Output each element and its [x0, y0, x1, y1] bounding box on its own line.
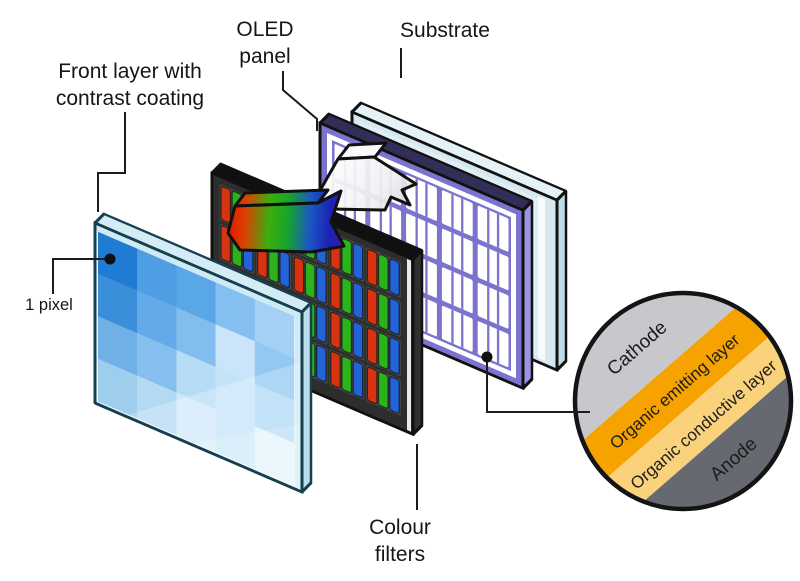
oled-panel-label: OLED panel [200, 16, 330, 70]
rainbow-light-arrow [226, 188, 346, 254]
front-layer-callout-line [97, 112, 126, 212]
pixel-label-text: 1 pixel [25, 296, 73, 314]
callouts [52, 48, 418, 510]
glass-sheen-2 [190, 424, 302, 493]
colour-filters-label: Colour filters [330, 514, 470, 568]
front-glass-right-border [295, 310, 301, 490]
colour-filters-edge-highlight [407, 258, 411, 432]
colour-filters-label-line1: Colour [369, 516, 431, 539]
front-layer-label-line2: contrast coating [55, 87, 205, 110]
front-layer-outline [93, 221, 304, 494]
emitting-band [575, 293, 791, 509]
pixel-label: 1 pixel [10, 296, 88, 314]
cathode-band [575, 293, 781, 479]
oled-pixel-callout-dot [481, 351, 493, 363]
inset-outline [572, 290, 794, 512]
anode-band [595, 333, 791, 509]
conductive-band [575, 302, 791, 509]
glass-sheen [125, 362, 302, 493]
oled-pixel-callout-line [486, 357, 590, 413]
front-layer-panel [93, 212, 313, 494]
oled-callout-line [282, 71, 318, 131]
oled-panel-label-line2: panel [239, 45, 291, 68]
layer-inset: Cathode Organic emitting layer Organic c… [572, 290, 794, 512]
white-arrow [316, 155, 418, 212]
front-layer-label: Front layer with contrast coating [28, 58, 232, 112]
pixel-grid [98, 231, 295, 486]
pixel-callout-dot [104, 253, 116, 265]
pixel-callout-line [52, 258, 108, 294]
substrate-label-text: Substrate [400, 19, 490, 42]
front-layer-label-line1: Front layer with [58, 60, 202, 83]
front-glass-top-border [96, 225, 301, 319]
rainbow-arrow [226, 189, 346, 254]
substrate-label: Substrate [365, 17, 525, 44]
substrate-highlight-stripe [538, 195, 545, 361]
white-emission-arrow [316, 141, 418, 212]
inset-bands [575, 293, 791, 509]
oled-panel-label-line1: OLED [236, 18, 294, 41]
colour-filters-label-line2: filters [374, 543, 426, 566]
